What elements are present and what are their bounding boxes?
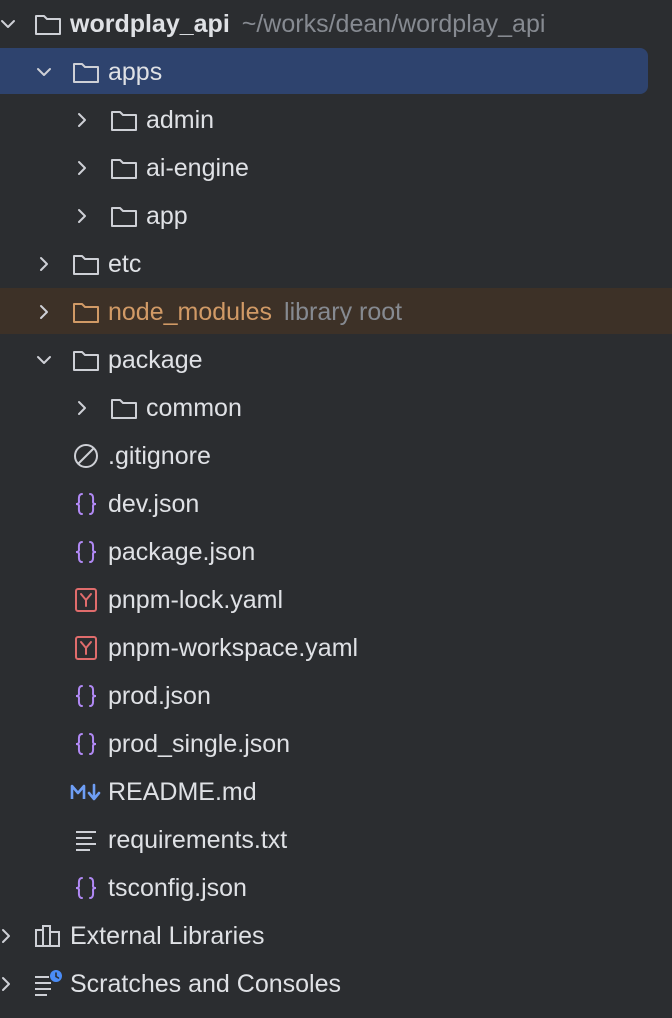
tree-item-label: package [108,345,203,374]
chevron-right-icon[interactable] [0,960,18,1008]
tree-row-scratches[interactable]: Scratches and Consoles [0,960,672,1008]
excluded-folder-highlight [0,288,672,334]
folder-icon [108,192,140,240]
text-file-icon [70,816,102,864]
tree-row-ai-engine[interactable]: ai-engine [0,144,672,192]
project-path: ~/works/dean/wordplay_api [241,9,546,38]
chevron-right-icon[interactable] [70,144,94,192]
scratches-icon [32,960,64,1008]
tree-item-label: package.json [108,537,256,566]
tree-row-external-libraries[interactable]: External Libraries [0,912,672,960]
tree-row-prod-single-json[interactable]: prod_single.json [0,720,672,768]
ignore-file-icon [70,432,102,480]
json-file-icon [70,672,102,720]
tree-item-label: tsconfig.json [108,873,247,902]
tree-item-label: pnpm-workspace.yaml [108,633,359,662]
chevron-right-icon[interactable] [70,192,94,240]
tree-row-etc[interactable]: etc [0,240,672,288]
markdown-file-icon [68,768,104,816]
folder-icon [108,144,140,192]
folder-icon [70,48,102,96]
folder-icon [32,0,64,48]
tree-row-readme[interactable]: README.md [0,768,672,816]
chevron-down-icon[interactable] [0,0,20,48]
json-file-icon [70,864,102,912]
tree-item-label: dev.json [108,489,200,518]
tree-row-common[interactable]: common [0,384,672,432]
tree-row-app[interactable]: app [0,192,672,240]
chevron-right-icon[interactable] [0,912,18,960]
tree-item-label: requirements.txt [108,825,288,854]
tree-item-label: admin [146,105,215,134]
tree-item-label: node_modules [108,297,273,326]
chevron-down-icon[interactable] [32,48,56,96]
tree-item-label: prod.json [108,681,211,710]
tree-item-label: common [146,393,242,422]
json-file-icon [70,720,102,768]
tree-row-package-json[interactable]: package.json [0,528,672,576]
yaml-file-icon [70,624,102,672]
tree-item-label: README.md [108,777,257,806]
chevron-right-icon[interactable] [70,96,94,144]
tree-row-pnpm-workspace[interactable]: pnpm-workspace.yaml [0,624,672,672]
project-name: wordplay_api [70,9,230,38]
tree-row-apps[interactable]: apps [0,48,672,96]
json-file-icon [70,480,102,528]
tree-row-pnpm-lock[interactable]: pnpm-lock.yaml [0,576,672,624]
tree-row-node-modules[interactable]: node_modules library root [0,288,672,336]
tree-item-label: .gitignore [108,441,211,470]
tree-item-label: apps [108,57,163,86]
yaml-file-icon [70,576,102,624]
folder-icon [70,336,102,384]
tree-item-label: prod_single.json [108,729,291,758]
tree-item-label: etc [108,249,142,278]
chevron-down-icon[interactable] [32,336,56,384]
tree-item-label: ai-engine [146,153,249,182]
selection-highlight [0,48,648,94]
tree-row-dev-json[interactable]: dev.json [0,480,672,528]
folder-icon [108,384,140,432]
tree-row-project-root[interactable]: wordplay_api ~/works/dean/wordplay_api [0,0,672,48]
tree-item-label: pnpm-lock.yaml [108,585,284,614]
json-file-icon [70,528,102,576]
tree-row-prod-json[interactable]: prod.json [0,672,672,720]
tree-item-label: app [146,201,188,230]
chevron-right-icon[interactable] [32,240,56,288]
chevron-right-icon[interactable] [70,384,94,432]
tree-row-package[interactable]: package [0,336,672,384]
tree-item-label: Scratches and Consoles [70,969,341,998]
tree-row-gitignore[interactable]: .gitignore [0,432,672,480]
excluded-folder-icon [70,288,102,336]
folder-icon [70,240,102,288]
tree-row-requirements[interactable]: requirements.txt [0,816,672,864]
library-icon [32,912,64,960]
folder-icon [108,96,140,144]
library-root-hint: library root [284,297,403,326]
tree-row-admin[interactable]: admin [0,96,672,144]
tree-row-tsconfig[interactable]: tsconfig.json [0,864,672,912]
tree-item-label: External Libraries [70,921,265,950]
chevron-right-icon[interactable] [32,288,56,336]
